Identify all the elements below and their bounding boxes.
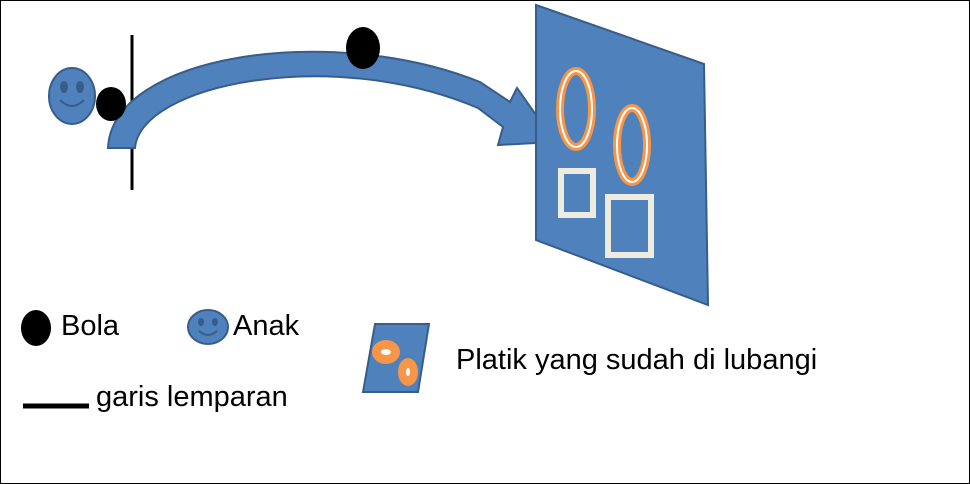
legend-label-platik: Platik yang sudah di lubangi [456,344,818,376]
throw-arrow [106,50,557,149]
legend-board-icon [361,323,431,393]
perforated-board [535,3,710,307]
ball-flying [346,27,380,69]
legend-label-anak: Anak [233,310,300,342]
legend-smiley-icon [187,309,229,345]
legend-label-garis: garis lemparan [96,381,288,413]
child-smiley-icon [48,67,96,125]
legend-label-bola: Bola [61,310,120,342]
ball-start [96,87,126,121]
legend-ball-icon [21,310,51,346]
